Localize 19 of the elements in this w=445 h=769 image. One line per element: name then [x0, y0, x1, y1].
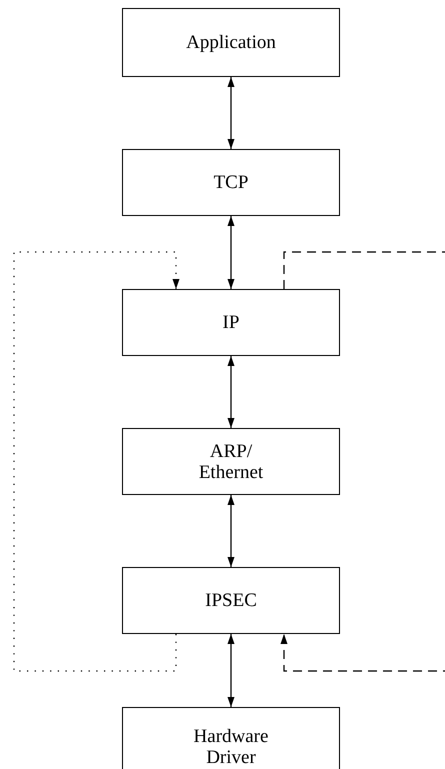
arrow: [228, 356, 234, 428]
layer-box: [122, 567, 340, 634]
arrow: [228, 216, 234, 289]
arrow: [228, 634, 234, 707]
arrow: [228, 495, 234, 567]
layer-box: [122, 428, 340, 495]
layer-label: IP: [222, 312, 240, 333]
layer-box: [122, 289, 340, 356]
layer-label: ARP/ Ethernet: [198, 440, 264, 482]
layer-box: [122, 8, 340, 77]
layer-label: TCP: [214, 172, 248, 193]
layer-label: IPSEC: [205, 590, 257, 611]
bypass-connector: [13, 251, 180, 672]
arrow: [228, 77, 234, 149]
bypass-connector: [280, 251, 445, 672]
layer-label: Application: [186, 32, 276, 53]
layer-box: [122, 149, 340, 216]
layer-label: Hardware Driver: [192, 726, 270, 768]
layer-box: [122, 707, 340, 769]
